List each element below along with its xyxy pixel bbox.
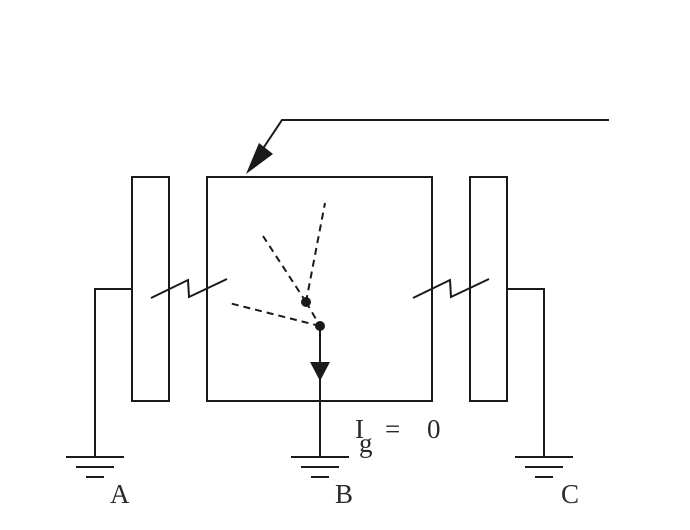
left-plate bbox=[131, 176, 170, 402]
right-ground-wire bbox=[507, 288, 545, 456]
pointer-arrow bbox=[246, 119, 609, 174]
equation-symbol: I bbox=[355, 414, 364, 444]
right-break-symbol bbox=[412, 278, 490, 299]
ground-label-b: B bbox=[335, 479, 353, 509]
equation-operator: = bbox=[385, 414, 400, 444]
ground-label-c: C bbox=[561, 479, 579, 509]
ground-symbol-b bbox=[291, 456, 349, 478]
ground-symbol-c bbox=[515, 456, 573, 478]
ground-symbol-a bbox=[66, 456, 124, 478]
dashed-paths bbox=[228, 202, 326, 327]
upper-node bbox=[301, 297, 311, 307]
equation-subscript: g bbox=[359, 428, 373, 458]
current-arrow bbox=[310, 362, 330, 381]
left-ground-wire bbox=[94, 288, 132, 456]
right-plate bbox=[469, 176, 508, 402]
left-break-symbol bbox=[150, 278, 228, 299]
ground-label-a: A bbox=[110, 479, 130, 509]
current-equation: I g = 0 bbox=[355, 414, 441, 458]
equation-value: 0 bbox=[427, 414, 441, 444]
